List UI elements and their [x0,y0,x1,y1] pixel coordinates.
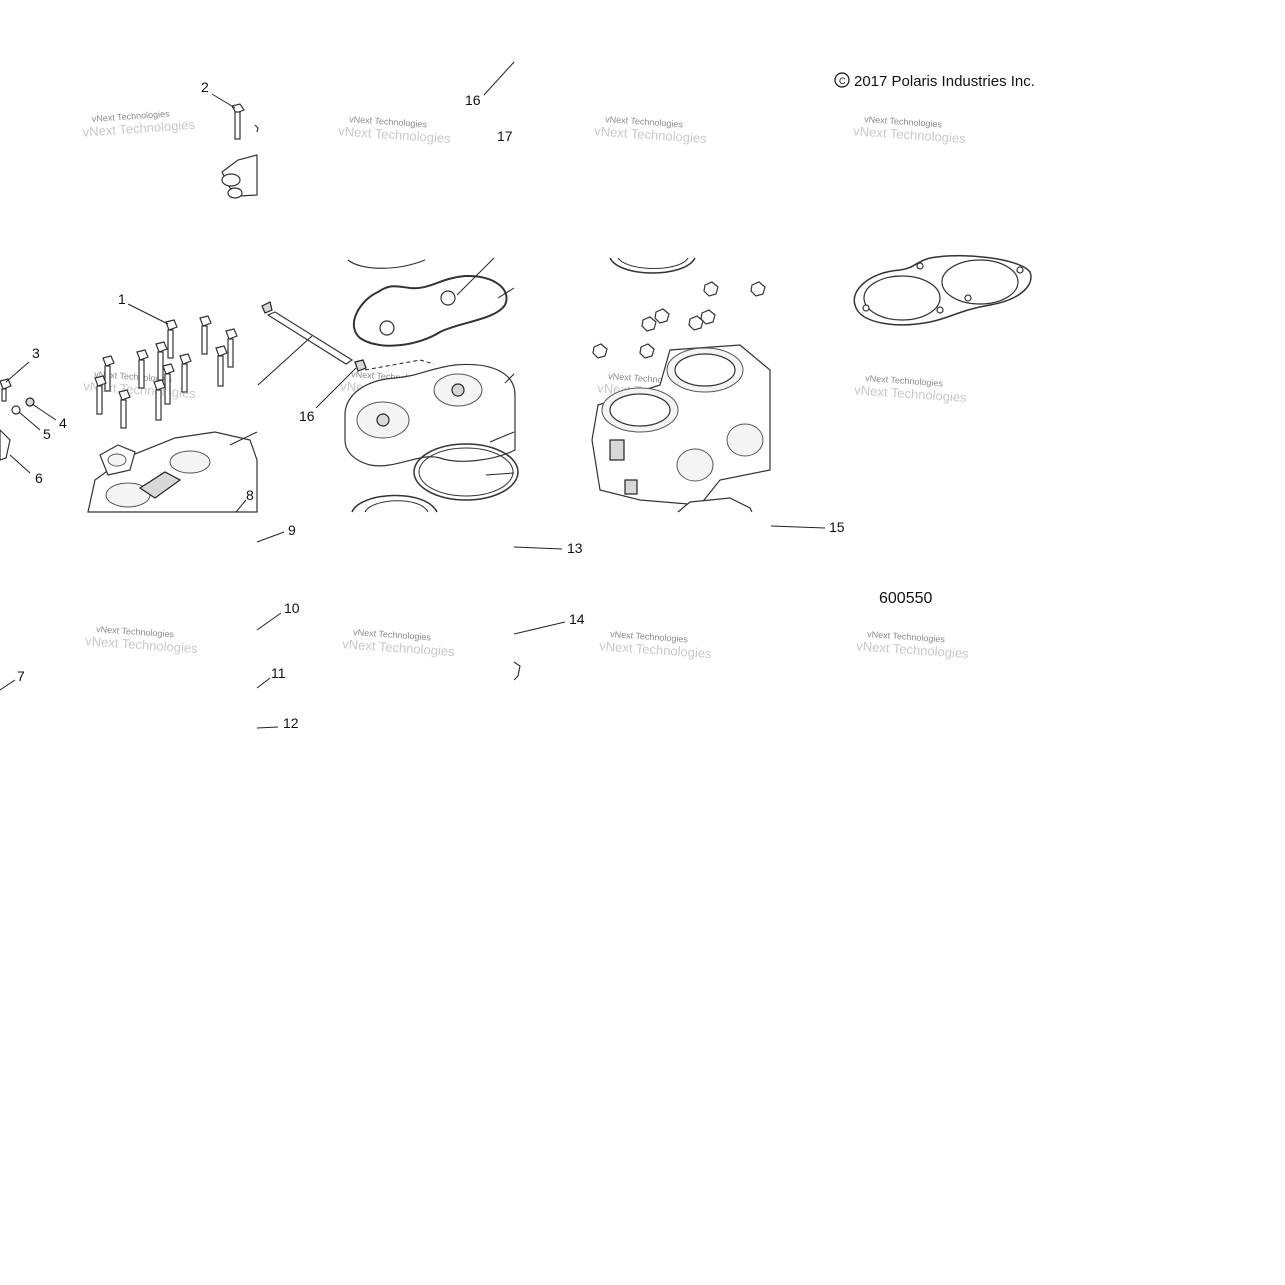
part-fasteners-3-4-5 [0,378,35,461]
callout-10: 10 [284,600,300,616]
callout-1: 1 [118,291,126,307]
part-fragment-14 [513,661,521,681]
callout-9: 9 [288,522,296,538]
callout-14: 14 [569,611,585,627]
part-bolt-2 [231,103,245,140]
callout-2: 2 [201,79,209,95]
watermark: vNext Technologies vNext Technologies [856,629,970,661]
callout-3: 3 [32,345,40,361]
callout-17: 17 [497,128,513,144]
callout-16b: 16 [465,92,481,108]
copyright-icon [834,72,850,88]
part-water-tube-16 [261,301,435,372]
callout-13: 13 [567,540,583,556]
copyright-notice: C 2017 Polaris Industries Inc. [834,72,1035,90]
figure-number: 600550 [879,590,932,607]
callout-6: 6 [35,470,43,486]
callout-12: 12 [283,715,299,731]
copyright-c-glyph: C [839,76,846,86]
watermark: vNext Technologies vNext Technologies [82,109,196,140]
part-head-bolts-1 [94,315,238,429]
part-base-gasket [853,254,1032,326]
watermark: vNext Technologies vNext Technologies [338,114,452,146]
callout-8: 8 [246,487,254,503]
part-cylinder-block [591,344,771,513]
part-cylinder-head [344,363,516,467]
watermarks: vNext Technologies vNext Technologies vN… [82,109,970,662]
part-thermostat-housing [221,124,259,199]
callout-15: 15 [829,519,845,535]
watermark: vNext Technologies vNext Technologies [853,114,967,146]
watermark: vNext Technologies vNext Technologies [599,629,713,661]
watermark: vNext Technologies vNext Technologies [594,114,708,146]
callout-4: 4 [59,415,67,431]
watermark: vNext Technologies vNext Technologies [342,627,456,659]
part-head-gaskets [351,443,519,513]
part-o-ring-head [347,259,508,347]
watermark: vNext Technologies vNext Technologies [854,373,968,405]
part-gasket-ring-top [609,257,696,274]
callout-16a: 16 [299,408,315,424]
copyright-text: 2017 Polaris Industries Inc. [854,73,1035,90]
part-nuts [592,281,766,359]
callout-11: 11 [271,665,286,681]
callouts: 1 2 3 4 5 6 7 8 9 10 11 12 13 14 15 16 1… [17,79,845,731]
callout-5: 5 [43,426,51,442]
part-cylinder-head-cover-8 [87,431,258,513]
leader-lines [0,61,826,729]
callout-7: 7 [17,668,25,684]
watermark: vNext Technologies vNext Technologies [85,624,199,656]
